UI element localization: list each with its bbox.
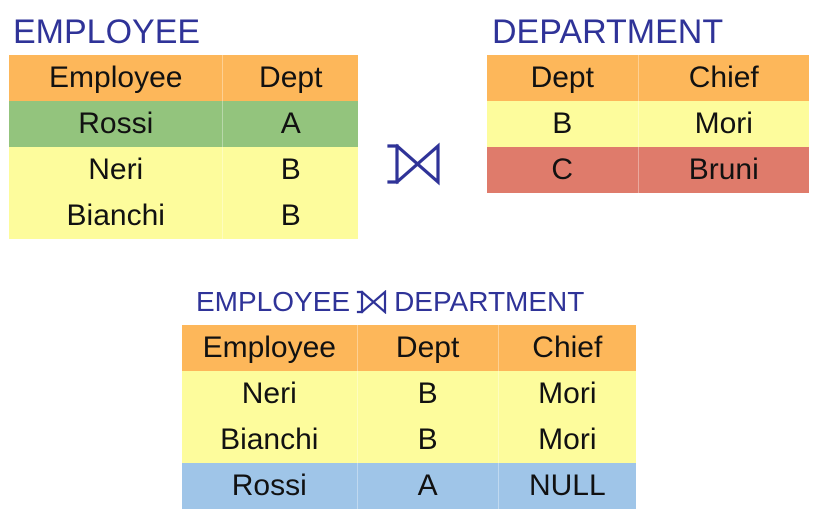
result-cell-employee: Neri [182,371,358,417]
employee-cell-name: Neri [9,147,224,193]
result-cell-employee: Bianchi [182,417,358,463]
employee-cell-name: Bianchi [9,193,224,239]
result-title-left: EMPLOYEE [196,286,351,317]
result-title-right: DEPARTMENT [394,286,585,317]
employee-header-row: Employee Dept [9,55,358,101]
department-cell-dept: C [487,147,639,193]
left-outer-join-icon [356,290,387,314]
result-cell-chief: Mori [498,417,636,463]
department-row: C Bruni [487,147,809,193]
result-header-dept: Dept [357,325,499,371]
department-cell-chief: Mori [638,101,809,147]
employee-row: Neri B [9,147,358,193]
result-cell-dept: B [357,371,499,417]
department-cell-chief: Bruni [638,147,809,193]
employee-cell-dept: B [222,193,358,239]
department-cell-dept: B [487,101,639,147]
result-row: Bianchi B Mori [182,417,636,463]
result-cell-employee: Rossi [182,463,358,509]
result-cell-chief: Mori [498,371,636,417]
employee-header-dept: Dept [222,55,358,101]
employee-row: Rossi A [9,101,358,147]
employee-row: Bianchi B [9,193,358,239]
employee-cell-dept: B [222,147,358,193]
result-header-employee: Employee [182,325,358,371]
result-header-chief: Chief [498,325,636,371]
result-cell-dept: A [357,463,499,509]
department-header-row: Dept Chief [487,55,809,101]
department-table: Dept Chief B Mori C Bruni [487,55,809,193]
result-cell-dept: B [357,417,499,463]
department-title: DEPARTMENT [492,13,724,51]
department-header-chief: Chief [638,55,809,101]
result-row: Rossi A NULL [182,463,636,509]
result-title: EMPLOYEE DEPARTMENT [196,288,584,316]
left-outer-join-icon [387,142,440,186]
employee-header-employee: Employee [9,55,224,101]
result-header-row: Employee Dept Chief [182,325,636,371]
employee-cell-dept: A [222,101,358,147]
department-header-dept: Dept [487,55,639,101]
result-cell-chief: NULL [498,463,636,509]
employee-cell-name: Rossi [9,101,224,147]
result-row: Neri B Mori [182,371,636,417]
result-table: Employee Dept Chief Neri B Mori Bianchi … [182,325,636,509]
employee-title: EMPLOYEE [13,13,201,51]
department-row: B Mori [487,101,809,147]
employee-table: Employee Dept Rossi A Neri B Bianchi B [9,55,358,239]
